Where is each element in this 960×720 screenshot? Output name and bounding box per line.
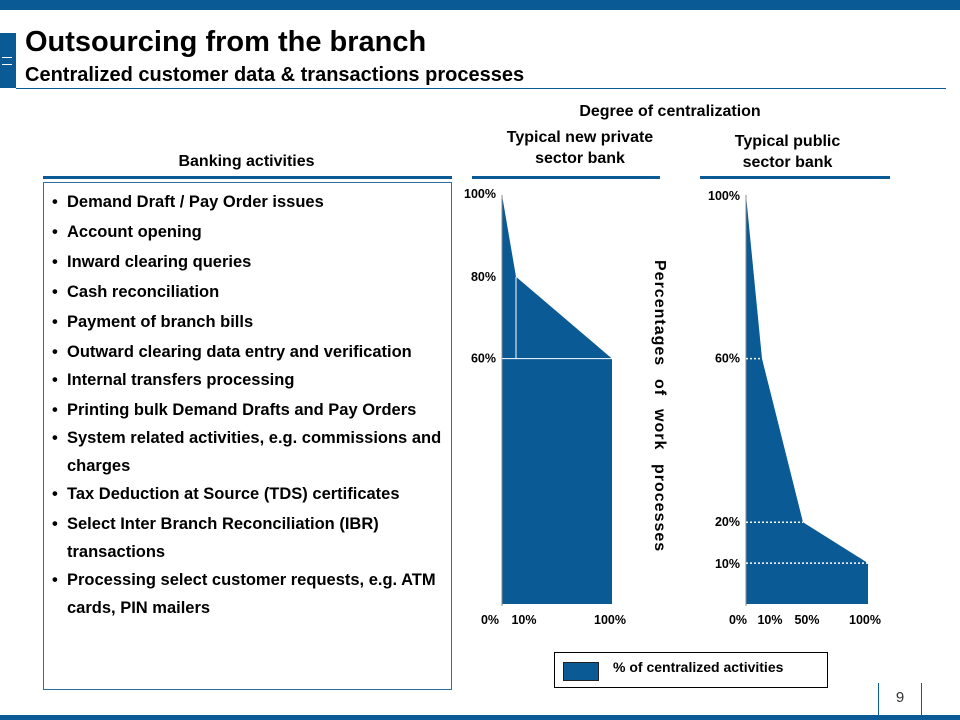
x-tick-label: 0%: [481, 613, 499, 627]
chart-private-bank: 100% 80% 60% 0% 10% 100%: [464, 187, 626, 627]
activities-underline: [43, 176, 452, 179]
list-item: Select Inter Branch Reconciliation (IBR)…: [52, 510, 451, 566]
y-tick-label: 100%: [708, 189, 740, 203]
vertical-label-word: Percentages: [651, 260, 668, 367]
chart-1-underline: [472, 176, 660, 179]
bottom-bar: [0, 715, 960, 720]
list-item: Tax Deduction at Source (TDS) certificat…: [52, 480, 451, 508]
activities-list: Demand Draft / Pay Order issues Account …: [44, 183, 451, 622]
top-bar: [0, 0, 960, 10]
list-item: Account opening: [52, 218, 451, 246]
header-divider: [16, 88, 946, 89]
vertical-axis-label: Percentages of work processes: [650, 260, 668, 565]
page-number: 9: [878, 683, 922, 715]
vertical-label-word: work: [651, 409, 668, 451]
list-item: Printing bulk Demand Drafts and Pay Orde…: [52, 396, 451, 424]
y-tick-label: 80%: [471, 270, 496, 284]
list-item: Internal transfers processing: [52, 366, 451, 394]
x-tick-label: 10%: [511, 613, 536, 627]
activities-box: Demand Draft / Pay Order issues Account …: [43, 182, 452, 690]
x-tick-label: 100%: [849, 613, 881, 627]
y-tick-label: 20%: [715, 515, 740, 529]
menu-icon: [0, 33, 16, 88]
chart-public-bank: 100% 60% 20% 10% 0% 10% 50% 100%: [708, 189, 881, 627]
chart-1-title: Typical new private sector bank: [506, 129, 654, 167]
y-tick-label: 60%: [471, 352, 496, 366]
list-item: Outward clearing data entry and verifica…: [52, 338, 451, 366]
x-tick-label: 0%: [729, 613, 747, 627]
chart-2-underline: [700, 176, 890, 179]
y-tick-label: 60%: [715, 352, 740, 366]
vertical-label-word: of: [651, 379, 668, 397]
activities-heading: Banking activities: [178, 153, 315, 170]
y-tick-label: 10%: [715, 557, 740, 571]
list-item: Demand Draft / Pay Order issues: [52, 188, 451, 216]
x-tick-label: 50%: [794, 613, 819, 627]
page-subtitle: Centralized customer data & transactions…: [25, 64, 525, 86]
area-fill: [502, 195, 612, 604]
area-fill: [746, 195, 868, 604]
list-item: System related activities, e.g. commissi…: [52, 424, 451, 480]
list-item: Inward clearing queries: [52, 248, 451, 276]
list-item: Cash reconciliation: [52, 278, 451, 306]
chart-2-title: Typical public sector bank: [734, 133, 841, 171]
x-tick-label: 10%: [757, 613, 782, 627]
legend-swatch: [563, 662, 599, 681]
page-title: Outsourcing from the branch: [25, 26, 427, 58]
list-item: Payment of branch bills: [52, 308, 451, 336]
vertical-label-word: processes: [651, 463, 668, 552]
y-tick-label: 100%: [464, 187, 496, 201]
legend-label: % of centralized activities: [613, 659, 784, 675]
degree-heading: Degree of centralization: [579, 103, 761, 120]
legend: % of centralized activities: [554, 652, 828, 688]
x-tick-label: 100%: [594, 613, 626, 627]
list-item: Processing select customer requests, e.g…: [52, 566, 451, 622]
